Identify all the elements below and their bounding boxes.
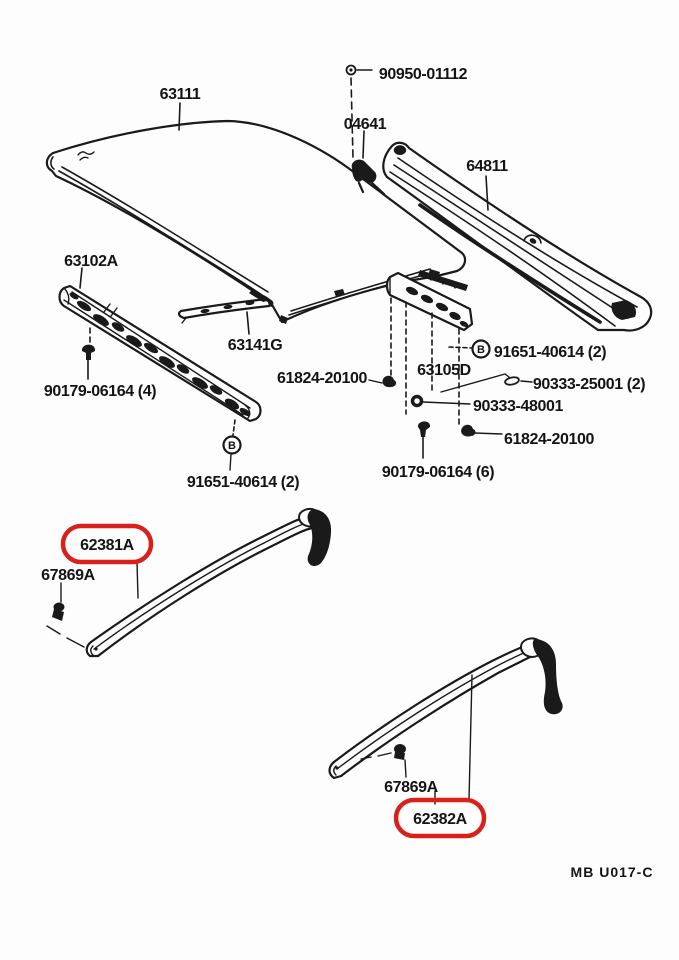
fastener-cluster-right	[410, 339, 533, 459]
part-labels: 63111 90950-01112 04641 64811 63102A 901…	[41, 66, 654, 880]
side-rail-64811-drawing	[382, 141, 653, 332]
label-62382A: 62382A	[413, 811, 467, 828]
label-04641: 04641	[344, 116, 387, 133]
label-64811: 64811	[466, 158, 508, 175]
label-62381A: 62381A	[80, 537, 134, 554]
label-61824-20100-right: 61824-20100	[504, 431, 594, 448]
bolt-marker-b-right: B	[477, 344, 485, 356]
fiche-code: MB U017-C	[571, 864, 654, 880]
label-67869A-right: 67869A	[384, 779, 438, 796]
molding-62381A-drawing	[46, 507, 332, 658]
label-90333-25001: 90333-25001 (2)	[533, 376, 645, 393]
retainer-04641-drawing	[345, 64, 386, 196]
bolt-marker-b-left: B	[228, 440, 236, 452]
label-91651-40614-right: 91651-40614 (2)	[494, 344, 606, 361]
header-panel-63102A-drawing	[58, 284, 262, 423]
label-63102A: 63102A	[64, 253, 118, 270]
fastener-cluster-left	[81, 327, 397, 471]
molding-62382A-drawing	[328, 637, 563, 805]
label-63105D: 63105D	[417, 362, 471, 379]
label-90950-01112: 90950-01112	[379, 66, 468, 83]
highlight-oval-62382A	[393, 797, 487, 839]
label-90179-06164-6: 90179-06164 (6)	[382, 464, 494, 481]
leader-lines	[79, 102, 489, 335]
reinforcement-63141G-drawing	[177, 297, 274, 324]
label-90333-48001: 90333-48001	[473, 398, 563, 415]
label-63141G: 63141G	[228, 337, 283, 354]
label-90179-06164-4: 90179-06164 (4)	[44, 383, 156, 400]
highlight-oval-62381A	[60, 523, 154, 565]
bracket-63105D-drawing	[385, 270, 474, 425]
roof-panel-drawing	[45, 119, 467, 324]
label-91651-40614-left: 91651-40614 (2)	[187, 474, 299, 491]
label-61824-20100-left: 61824-20100	[277, 370, 367, 387]
label-67869A-left: 67869A	[41, 567, 95, 584]
label-63111: 63111	[160, 86, 201, 103]
